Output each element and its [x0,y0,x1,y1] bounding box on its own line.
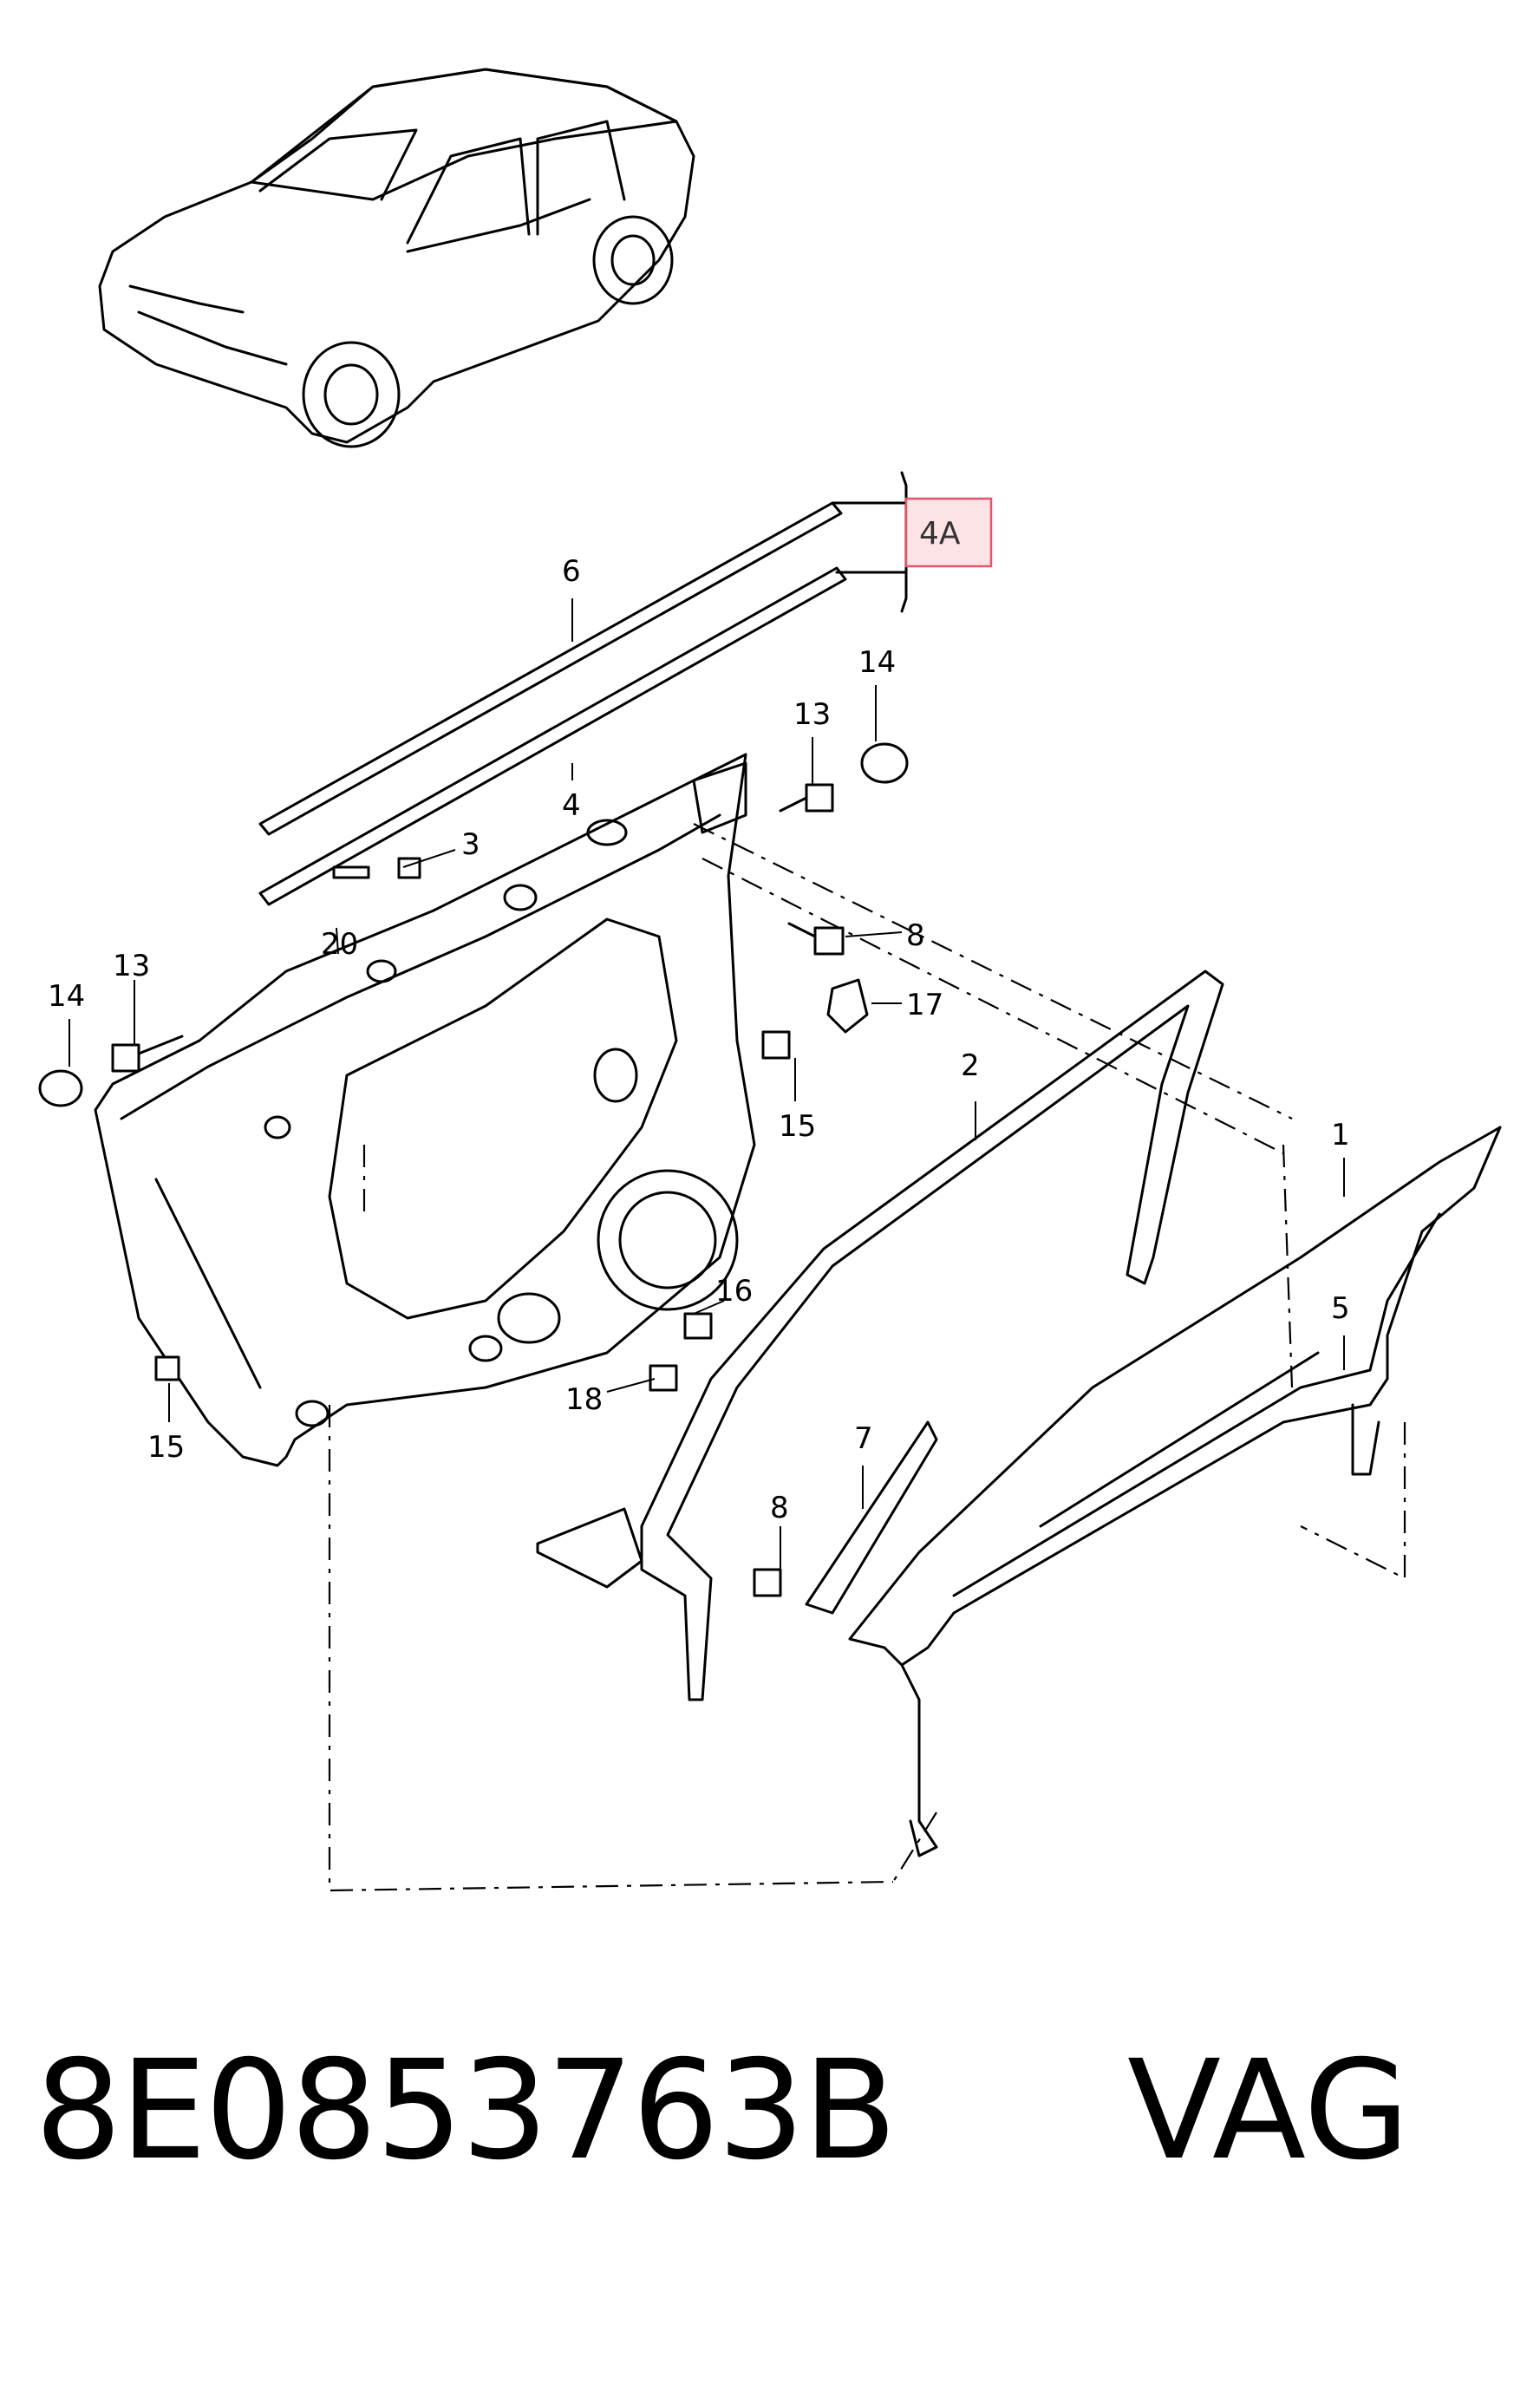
part-number: 8E0853763B [35,2031,897,2190]
callout-13-right: 13 [793,697,831,732]
fasteners [38,742,909,1597]
callout-4: 4 [562,788,581,823]
callout-16: 16 [715,1274,753,1309]
callout-leaders [69,598,1345,1570]
callout-15-right: 15 [779,1109,816,1144]
door-window-frame-1 [848,1126,1502,1857]
callout-17: 17 [906,988,943,1022]
assembly-guide-lines [328,823,1406,1892]
callout-18: 18 [565,1382,603,1417]
reference-bracket [831,471,908,613]
callout-3: 3 [461,827,480,862]
brand-name: VAG [1127,2031,1410,2190]
callout-15-left: 15 [147,1430,185,1465]
callout-1: 1 [1331,1118,1350,1152]
door-window-frame-2 [536,970,1224,1701]
callout-8-bottom: 8 [770,1491,789,1525]
car-locator-illustration [98,68,695,448]
callout-13-left: 13 [113,949,150,983]
callout-14-right: 14 [858,645,896,680]
window-strip-6 [258,501,843,836]
callout-8-top: 8 [906,918,925,953]
reference-tag-label: 4A [919,516,961,552]
door-inner-panel [94,753,756,1467]
corner-trim-7 [805,1420,938,1615]
window-strip-4 [258,566,847,906]
callout-labels: 6 4 3 20 14 13 14 13 8 17 15 2 1 5 16 18… [48,554,1350,1525]
reference-tag-box [904,497,993,568]
callout-14-left: 14 [48,979,85,1014]
callout-7: 7 [854,1421,873,1456]
callout-20: 20 [321,927,358,962]
callout-5: 5 [1331,1291,1350,1326]
callout-6: 6 [562,554,581,589]
callout-2: 2 [961,1048,980,1083]
